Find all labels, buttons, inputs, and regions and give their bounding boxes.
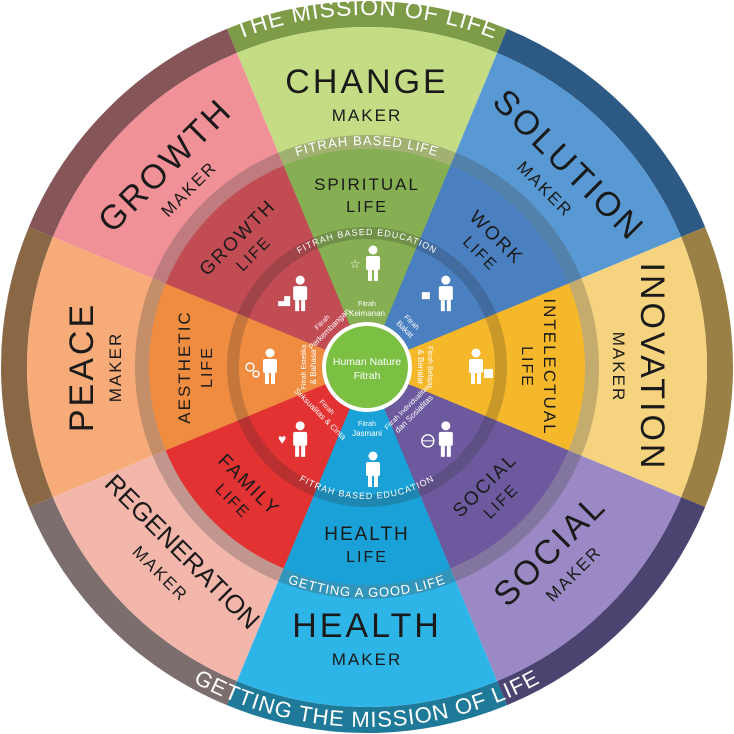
maker-title: CHANGE — [285, 63, 448, 101]
fitrah-sector — [318, 367, 416, 495]
heart-icon: ♥ — [278, 431, 286, 447]
life-subtitle: LIFE — [518, 346, 535, 388]
globe-person-icon — [421, 421, 453, 457]
person-icon — [366, 451, 380, 487]
outer-band-segment — [226, 681, 508, 733]
fitrah-line1: Fitrah Belajar — [426, 346, 433, 388]
art-person-icon — [245, 348, 277, 384]
life-subtitle: LIFE — [346, 549, 388, 566]
person-icon — [293, 421, 308, 457]
fitrah-sector — [318, 239, 416, 367]
worker-person-icon — [421, 275, 453, 312]
outer-band-segment — [28, 497, 237, 706]
fitrah-line2: & Benalar — [416, 349, 425, 384]
star-icon: ☆ — [350, 257, 361, 271]
art-icon — [245, 362, 255, 372]
center-circle — [326, 326, 408, 408]
tool-icon — [421, 292, 430, 300]
puzzle-icon — [484, 369, 493, 378]
maker-title: INOVATION — [633, 263, 671, 472]
fitrah-line2: Keimanan — [349, 309, 385, 318]
maker-subtitle: MAKER — [332, 650, 402, 669]
outer-band-segment — [497, 497, 706, 706]
life-label: AESTHETIC LIFE — [175, 310, 216, 423]
outer-band-segment — [1, 226, 53, 508]
maker-label: PEACE MAKER — [63, 302, 125, 432]
life-title: HEALTH — [324, 524, 410, 545]
person-icon — [366, 451, 380, 487]
fitrah-line1: Fitrah — [358, 301, 376, 308]
center-title: Human Nature — [333, 356, 401, 368]
life-subtitle: LIFE — [346, 199, 388, 216]
maker-subtitle: MAKER — [609, 332, 628, 402]
maker-title: PEACE — [63, 302, 101, 432]
center-subtitle: Fitrah — [354, 370, 381, 382]
life-label: SPIRITUAL LIFE — [314, 175, 420, 216]
maker-label: INOVATION MAKER — [609, 263, 671, 472]
outer-band-segment — [497, 28, 706, 237]
outer-band-segment — [681, 226, 733, 508]
life-label: HEALTH LIFE — [324, 524, 410, 566]
outer-band-segment — [226, 1, 508, 53]
person-icon — [263, 348, 277, 384]
life-label: INTELECTUAL LIFE — [518, 298, 559, 435]
person-icon — [438, 275, 453, 312]
maker-label: HEALTH MAKER — [292, 607, 442, 669]
fitrah-sector — [367, 318, 495, 416]
fitrah-sector — [239, 318, 367, 416]
maker-subtitle: MAKER — [332, 106, 402, 125]
puzzle-person-icon — [469, 348, 493, 384]
life-subtitle: LIFE — [199, 346, 216, 388]
life-title: SPIRITUAL — [314, 175, 420, 194]
heart-person-icon: ♥ — [278, 421, 308, 457]
outer-band-segment — [28, 28, 237, 237]
fitrah-line1: Fitrah Estetika — [301, 345, 308, 390]
fitrah-label: Fitrah Estetika& Bahasa — [301, 345, 318, 390]
fitrah-line1: Fitrah — [358, 421, 376, 428]
person-icon — [366, 245, 380, 281]
life-title: AESTHETIC — [175, 310, 194, 423]
fitrah-label: Fitrah Belajar& Benalar — [416, 346, 433, 388]
person-icon — [469, 348, 483, 384]
fitrah-line2: & Bahasa — [309, 349, 318, 384]
stairs-person-icon — [272, 275, 308, 312]
fitrah-line2: Jasmani — [352, 429, 382, 438]
maker-subtitle: MAKER — [106, 332, 125, 402]
maker-title: HEALTH — [292, 607, 442, 645]
person-icon — [293, 275, 308, 312]
life-title: INTELECTUAL — [540, 298, 559, 435]
person-icon — [438, 421, 453, 457]
stairs-icon — [272, 296, 291, 307]
star-person-icon: ☆ — [350, 245, 380, 281]
maker-label: CHANGE MAKER — [285, 63, 448, 125]
